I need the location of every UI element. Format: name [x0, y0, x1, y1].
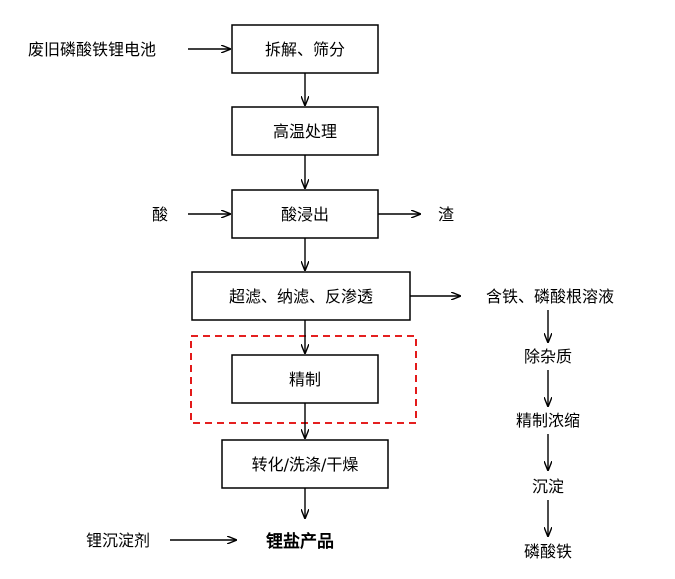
- residue-label: 渣: [438, 205, 454, 224]
- acid-input-label: 酸: [152, 205, 168, 224]
- fe-phosphate-solution-label: 含铁、磷酸根溶液: [486, 287, 614, 306]
- refine-concentrate-label: 精制浓缩: [516, 411, 580, 430]
- acid-leach-label: 酸浸出: [281, 205, 329, 224]
- convert-label: 转化/洗涤/干燥: [252, 455, 359, 474]
- dismantle-label: 拆解、筛分: [265, 40, 345, 59]
- remove-impurities-label: 除杂质: [524, 347, 572, 366]
- precipitate-label: 沉淀: [532, 477, 564, 496]
- iron-phosphate-product-label: 磷酸铁: [524, 542, 572, 561]
- acid-leach-box: [231, 189, 379, 239]
- filtration-label: 超滤、纳滤、反渗透: [229, 287, 373, 306]
- high-temp-label: 高温处理: [273, 122, 337, 141]
- dismantle-box: [231, 24, 379, 74]
- lithium-salt-product-label: 锂盐产品: [266, 531, 334, 552]
- source-battery-label: 废旧磷酸铁锂电池: [28, 40, 156, 59]
- li-precipitant-label: 锂沉淀剂: [86, 531, 150, 550]
- refine-highlight-box: [190, 335, 417, 424]
- high-temp-box: [231, 106, 379, 156]
- refine-label: 精制: [289, 370, 321, 389]
- convert-box: [221, 439, 389, 489]
